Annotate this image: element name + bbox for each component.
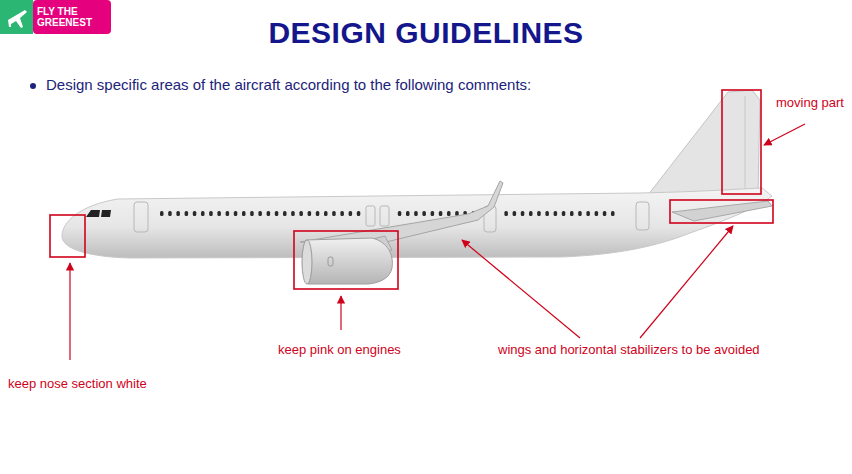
cabin-window — [611, 211, 615, 216]
cabin-window — [357, 211, 361, 216]
wing — [300, 181, 503, 247]
callout-note: wings and horizontal stabilizers to be a… — [498, 342, 760, 357]
cabin-window — [447, 211, 451, 216]
cabin-window — [554, 211, 558, 216]
rudder-line — [745, 96, 746, 192]
cabin-window — [193, 211, 197, 216]
engine-hatch — [328, 257, 333, 266]
highlight-boxes — [50, 90, 773, 289]
cabin-window — [308, 211, 312, 216]
cabin-window — [283, 211, 287, 216]
horizontal-stabilizer — [672, 201, 772, 221]
cabin-window — [603, 211, 607, 216]
cabin-window — [521, 211, 525, 216]
cabin-window — [332, 211, 336, 216]
callout-note: moving part — [776, 95, 844, 110]
cabin-window — [398, 211, 402, 216]
logo-plane — [8, 10, 27, 28]
cabin-window — [586, 211, 590, 216]
cabin-window — [291, 211, 295, 216]
cabin-window — [431, 211, 435, 216]
bullet-dot — [30, 83, 36, 89]
cabin-window — [513, 211, 517, 216]
cabin-window — [176, 211, 180, 216]
logo-icon — [0, 0, 33, 34]
cabin-window — [267, 211, 271, 216]
cabin-window — [406, 211, 410, 216]
cabin-window — [578, 211, 582, 216]
cabin-window — [570, 211, 574, 216]
cabin-windows — [160, 211, 615, 216]
cabin-window — [537, 211, 541, 216]
cabin-window — [299, 211, 303, 216]
cabin-window — [414, 211, 418, 216]
slide-title: DESIGN GUIDELINES — [268, 16, 583, 50]
cabin-window — [234, 211, 238, 216]
cabin-window — [226, 211, 230, 216]
logo-banner — [33, 0, 111, 34]
cabin-window — [209, 211, 213, 216]
leader-lines — [70, 124, 805, 360]
tail-fin — [648, 90, 760, 195]
callout-note: keep nose section white — [8, 376, 147, 391]
cabin-window — [217, 211, 221, 216]
cabin-window — [168, 211, 172, 216]
cabin-window — [185, 211, 189, 216]
bullet-text: Design specific areas of the aircraft ac… — [46, 76, 531, 93]
engine-intake — [302, 240, 312, 284]
cabin-window — [324, 211, 328, 216]
cockpit-windows — [86, 210, 111, 217]
cabin-window — [242, 211, 246, 216]
cabin-window — [258, 211, 262, 216]
cabin-window — [349, 211, 353, 216]
cabin-window — [160, 211, 164, 216]
cabin-window — [201, 211, 205, 216]
logo-text: FLY THE GREENEST — [37, 6, 109, 28]
callout-note: keep pink on engines — [278, 342, 401, 357]
cabin-window — [562, 211, 566, 216]
cabin-window — [316, 211, 320, 216]
cabin-window — [545, 211, 549, 216]
cabin-window — [422, 211, 426, 216]
cabin-window — [504, 211, 508, 216]
cabin-window — [595, 211, 599, 216]
cabin-window — [275, 211, 279, 216]
cabin-window — [529, 211, 533, 216]
cabin-window — [250, 211, 254, 216]
engine-nacelle — [303, 238, 393, 284]
cabin-window — [439, 211, 443, 216]
cabin-window — [340, 211, 344, 216]
